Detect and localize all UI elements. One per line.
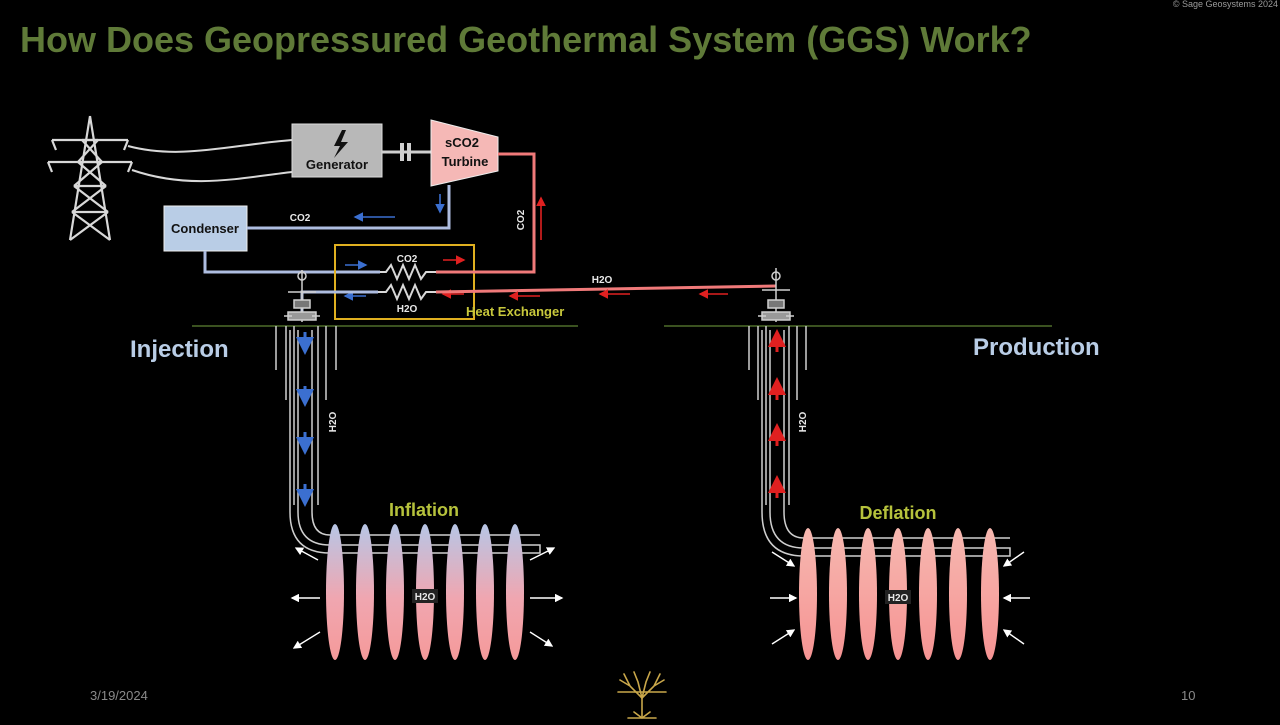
generator-box: Generator: [291, 123, 383, 178]
heat-exchanger-box: [334, 244, 475, 320]
slide-title: How Does Geopressured Geothermal System …: [20, 19, 1032, 60]
inflation-h2o-label: H2O: [415, 592, 436, 603]
inflation-fractures: [326, 524, 524, 660]
co2-cold-line-to-hx: [203, 251, 380, 274]
deflation-label: Deflation: [859, 503, 936, 523]
h2o-label-surface: H2O: [592, 275, 613, 286]
h2o-cold-line: [300, 290, 378, 312]
lightning-bolt-icon: [334, 130, 348, 158]
generator-label: Generator: [306, 157, 368, 172]
condenser-box: Condenser: [163, 205, 248, 252]
inflation-outward-arrows: [290, 547, 564, 649]
power-line-upper: [127, 139, 293, 153]
co2-hot-line-to-turbine: [436, 152, 536, 274]
wellhead-icon: [758, 268, 794, 322]
turbine-shape: sCO2 Turbine: [430, 119, 499, 187]
deflation-inward-arrows: [770, 551, 1030, 645]
hx-coil-co2: [380, 262, 436, 282]
hx-coil-h2o: [378, 282, 436, 302]
shaft-coupling: [382, 143, 432, 161]
slide-date: 3/19/2024: [90, 688, 148, 703]
production-h2o-label: H2O: [798, 411, 809, 432]
production-label: Production: [973, 334, 1100, 361]
injection-h2o-label: H2O: [328, 411, 339, 432]
co2-cold-line-to-condenser: [247, 185, 451, 230]
tree-logo-icon: [617, 671, 667, 719]
turbine-label-line1: sCO2: [445, 135, 479, 150]
wellhead-icon: [284, 270, 320, 322]
inflation-label: Inflation: [389, 500, 459, 520]
heat-exchanger-label: Heat Exchanger: [466, 304, 564, 319]
slide-page-number: 10: [1181, 688, 1195, 703]
copyright-notice: © Sage Geosystems 2024: [1173, 0, 1278, 9]
co2-label-condenser: CO2: [290, 213, 311, 224]
hx-co2-label: CO2: [397, 254, 418, 265]
co2-label-riser: CO2: [516, 209, 527, 230]
injection-well: [275, 326, 541, 554]
deflation-h2o-label: H2O: [888, 593, 909, 604]
power-line-lower: [131, 169, 293, 183]
injection-label: Injection: [130, 336, 229, 363]
turbine-label-line2: Turbine: [442, 154, 489, 169]
hx-h2o-label: H2O: [397, 304, 418, 315]
condenser-label: Condenser: [171, 221, 239, 236]
transmission-tower-icon: [46, 115, 134, 241]
h2o-hot-line: [435, 284, 777, 294]
